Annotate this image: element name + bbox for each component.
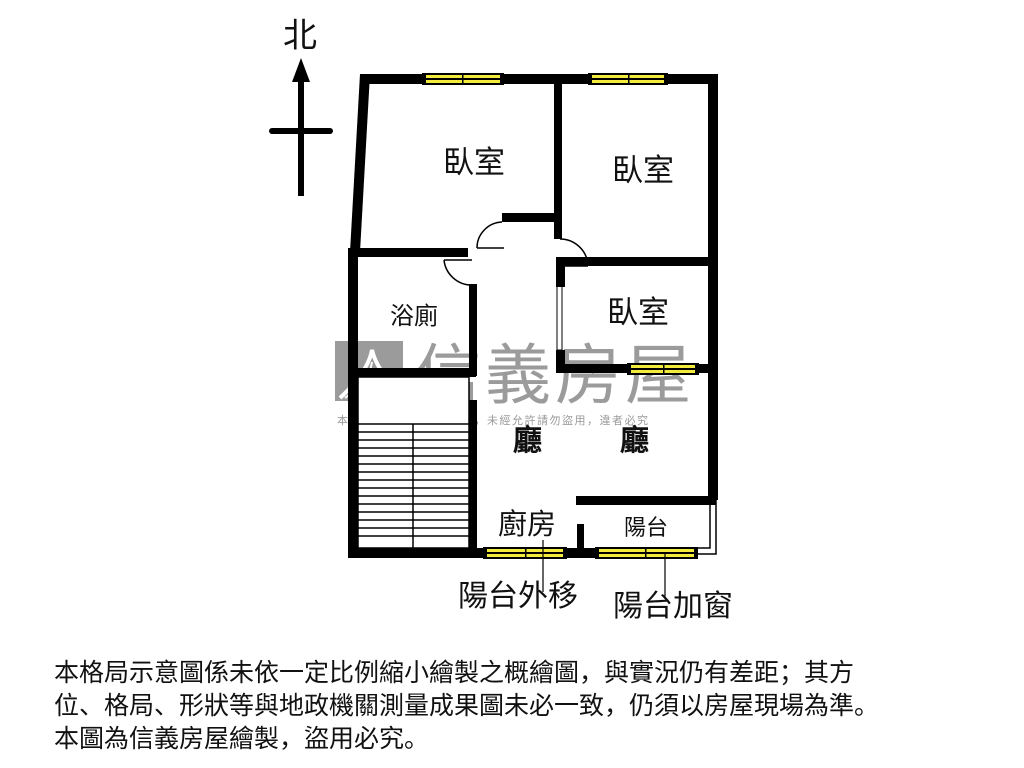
floor-plan: 北 信義房屋 本格局圖為信義房屋繪製，未經允許請勿盜用，違者必究 <box>269 16 733 624</box>
sliding-door <box>556 285 563 351</box>
room-label-living-1: 廳 <box>513 423 542 457</box>
window-bedroom2 <box>588 73 668 85</box>
room-label-bedroom-2: 臥室 <box>612 153 674 189</box>
disclaimer-line-2: 位、格局、形狀等與地政機關測量成果圖未必一致，仍須以房屋現場為準。 <box>54 691 880 720</box>
window-bedroom3 <box>627 363 699 375</box>
room-label-bedroom-3: 臥室 <box>607 295 669 331</box>
north-arrow-icon <box>269 58 333 196</box>
compass-north-label: 北 <box>283 16 317 56</box>
room-label-bedroom-1: 臥室 <box>443 145 505 181</box>
room-label-bathroom: 浴廁 <box>390 302 438 330</box>
disclaimer: 本格局示意圖係未依一定比例縮小繪製之概繪圖，與實況仍有差距；其方 位、格局、形狀… <box>54 656 984 755</box>
annotation-balcony-window-added: 陽台加窗 <box>613 589 733 624</box>
window-bedroom1 <box>422 73 504 85</box>
staircase <box>357 376 470 549</box>
balcony-rail <box>698 500 717 555</box>
disclaimer-line-3: 本圖為信義房屋繪製，盜用必究。 <box>54 724 430 753</box>
window-balcony <box>595 547 698 559</box>
room-label-kitchen: 廚房 <box>498 507 556 541</box>
room-label-balcony: 陽台 <box>624 516 668 541</box>
compass: 北 <box>269 16 333 196</box>
annotation-balcony-moved-out: 陽台外移 <box>458 579 578 614</box>
walls <box>348 74 718 558</box>
room-label-living-2: 廳 <box>620 423 649 457</box>
window-kitchen <box>483 547 567 559</box>
windows <box>422 73 699 559</box>
disclaimer-line-1: 本格局示意圖係未依一定比例縮小繪製之概繪圖，與實況仍有差距；其方 <box>54 658 855 687</box>
